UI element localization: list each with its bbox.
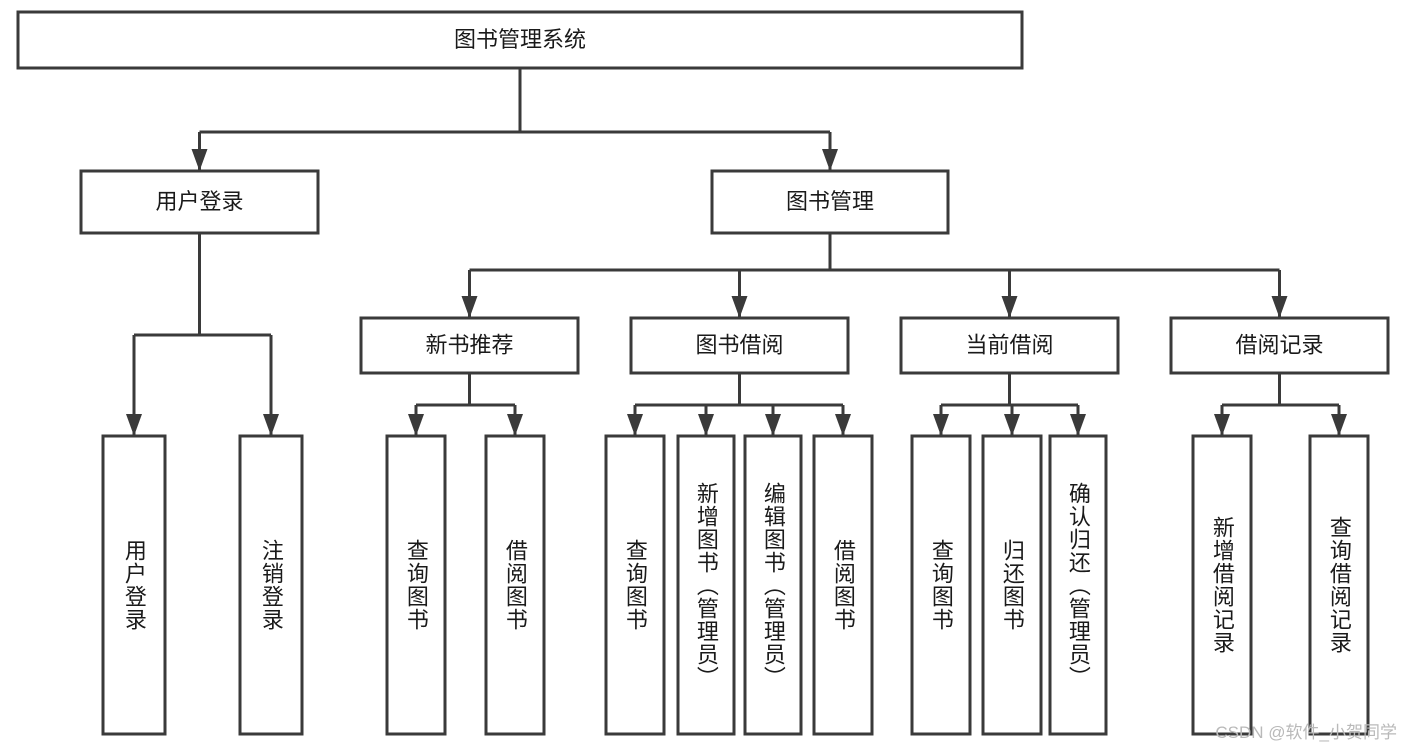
arrow-head-icon-leaf-query-record [1331,414,1347,436]
watermark: CSDN @软件_小贺同学 [1215,723,1397,742]
node-box-leaf-user-login [101,434,167,736]
node-box-leaf-user-logout [238,434,304,736]
arrow-head-icon-book-manage [822,149,838,171]
node-box-book-borrow [629,316,850,375]
node-label-borrow-record: 借阅记录 [1235,332,1323,357]
arrow-head-icon-leaf-add-record [1214,414,1230,436]
node-label-new-book-recommend: 新书推荐 [425,332,513,357]
node-box-root [16,10,1024,70]
node-box-leaf-confirm-return [1048,434,1108,736]
arrow-head-icon-new-book-recommend [461,296,478,318]
node-label-root: 图书管理系统 [454,27,586,52]
arrow-head-icon-current-borrow [1001,296,1018,318]
arrow-head-icon-leaf-return-book [1004,414,1020,436]
node-label-book-borrow: 图书借阅 [695,332,783,357]
arrow-head-icon-user-login [191,149,208,171]
arrow-head-icon-leaf-borrow-book-1 [507,414,523,436]
arrow-head-icon-leaf-borrow-book-2 [835,414,851,436]
connector-layer [126,68,1347,436]
node-label-user-login: 用户登录 [155,189,243,214]
arrow-head-icon-borrow-record [1271,296,1288,318]
node-box-borrow-record [1169,316,1390,375]
node-box-leaf-return-book [981,434,1043,736]
arrow-head-icon-leaf-query-book-3 [933,414,949,436]
node-label-book-manage: 图书管理 [786,189,874,214]
node-box-leaf-borrow-book-1 [484,434,546,736]
node-box-leaf-borrow-book-2 [812,434,874,736]
arrow-head-icon-leaf-user-login [126,414,142,436]
node-box-leaf-query-book-3 [910,434,972,736]
node-box-book-manage [710,169,950,235]
arrow-head-icon-book-borrow [731,296,748,318]
arrow-head-icon-leaf-edit-book [765,414,781,436]
arrow-head-icon-leaf-confirm-return [1070,414,1086,436]
node-box-leaf-query-record [1308,434,1370,736]
node-box-current-borrow [899,316,1120,375]
box-layer [16,10,1390,736]
arrow-head-icon-leaf-query-book-2 [627,414,643,436]
arrow-head-icon-leaf-query-book-1 [408,414,424,436]
node-label-current-borrow: 当前借阅 [965,332,1053,357]
node-box-leaf-add-record [1191,434,1253,736]
arrow-head-icon-leaf-add-book [698,414,714,436]
arrow-head-icon-leaf-user-logout [263,414,279,436]
node-box-leaf-add-book [676,434,736,736]
node-box-new-book-recommend [359,316,580,375]
node-box-user-login [79,169,320,235]
node-box-leaf-query-book-2 [604,434,666,736]
node-box-leaf-query-book-1 [385,434,447,736]
node-box-leaf-edit-book [743,434,803,736]
